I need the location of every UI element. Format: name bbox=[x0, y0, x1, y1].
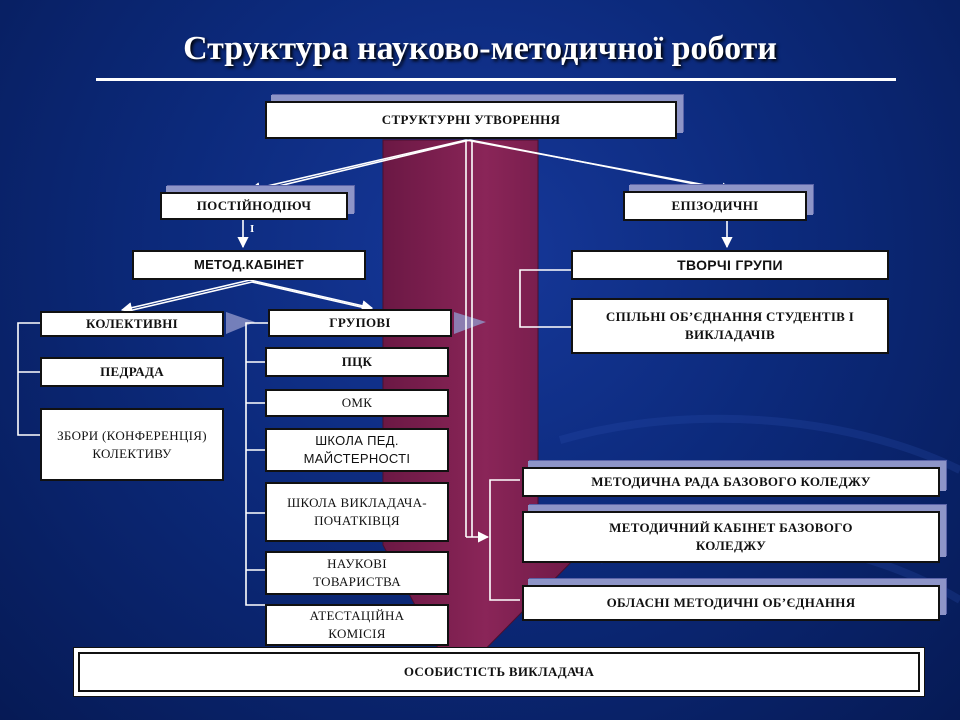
node-pck: ПЦК bbox=[265, 347, 449, 377]
page-title: Структура науково-методичної роботи bbox=[183, 30, 777, 67]
node-episodic-label: ЕПІЗОДИЧНІ bbox=[671, 198, 759, 214]
node-pedrada-label: ПЕДРАДА bbox=[100, 364, 164, 380]
node-permanent: ПОСТІЙНОДІЮЧ bbox=[160, 192, 348, 220]
node-method-council: МЕТОДИЧНА РАДА БАЗОВОГО КОЛЕДЖУ bbox=[522, 467, 940, 497]
node-creative-groups-label: ТВОРЧІ ГРУПИ bbox=[677, 256, 783, 273]
node-permanent-label: ПОСТІЙНОДІЮЧ bbox=[196, 198, 312, 214]
node-scientific-societies-label: НАУКОВІ ТОВАРИСТВА bbox=[313, 556, 401, 589]
node-pck-label: ПЦК bbox=[341, 354, 373, 370]
node-school-mastery-label: ШКОЛА ПЕД. МАЙСТЕРНОСТІ bbox=[303, 433, 411, 466]
title-underline bbox=[96, 78, 896, 81]
node-school-mastery: ШКОЛА ПЕД. МАЙСТЕРНОСТІ bbox=[265, 428, 449, 472]
node-scientific-societies: НАУКОВІ ТОВАРИСТВА bbox=[265, 551, 449, 595]
node-attestation: АТЕСТАЦІЙНА КОМІСІЯ bbox=[265, 604, 449, 646]
node-meetings: ЗБОРИ (КОНФЕРЕНЦІЯ) КОЛЕКТИВУ bbox=[40, 408, 224, 481]
pointer-shape-right bbox=[454, 312, 486, 334]
node-omk-label: ОМК bbox=[341, 395, 373, 411]
node-meetings-label: ЗБОРИ (КОНФЕРЕНЦІЯ) КОЛЕКТИВУ bbox=[57, 427, 207, 461]
node-teacher-personality-label: ОСОБИСТІСТЬ ВИКЛАДАЧА bbox=[403, 664, 595, 680]
node-regional-associations: ОБЛАСНІ МЕТОДИЧНІ ОБ’ЄДНАННЯ bbox=[522, 585, 940, 621]
node-collective-label: КОЛЕКТИВНІ bbox=[86, 316, 178, 332]
node-joint-associations-label: СПІЛЬНІ ОБ’ЄДНАННЯ СТУДЕНТІВ І ВИКЛАДАЧІ… bbox=[605, 309, 855, 342]
pointer-shape-left bbox=[226, 312, 255, 334]
node-method-cabinet-base: МЕТОДИЧНИЙ КАБІНЕТ БАЗОВОГО КОЛЕДЖУ bbox=[522, 511, 940, 563]
node-method-council-label: МЕТОДИЧНА РАДА БАЗОВОГО КОЛЕДЖУ bbox=[591, 474, 871, 490]
node-creative-groups: ТВОРЧІ ГРУПИ bbox=[571, 250, 889, 280]
node-structural-units: СТРУКТУРНІ УТВОРЕННЯ bbox=[265, 101, 677, 139]
node-collective: КОЛЕКТИВНІ bbox=[40, 311, 224, 337]
node-attestation-label: АТЕСТАЦІЙНА КОМІСІЯ bbox=[309, 608, 405, 641]
node-method-cabinet: МЕТОД.КАБІНЕТ bbox=[132, 250, 366, 280]
node-method-cabinet-label: МЕТОД.КАБІНЕТ bbox=[193, 257, 305, 273]
node-joint-associations: СПІЛЬНІ ОБ’ЄДНАННЯ СТУДЕНТІВ І ВИКЛАДАЧІ… bbox=[571, 298, 889, 354]
node-regional-associations-label: ОБЛАСНІ МЕТОДИЧНІ ОБ’ЄДНАННЯ bbox=[606, 595, 856, 611]
node-school-beginner: ШКОЛА ВИКЛАДАЧА-ПОЧАТКІВЦЯ bbox=[265, 482, 449, 542]
node-teacher-personality: ОСОБИСТІСТЬ ВИКЛАДАЧА bbox=[78, 652, 920, 692]
node-structural-units-label: СТРУКТУРНІ УТВОРЕННЯ bbox=[381, 112, 561, 128]
node-permanent-suffix: І bbox=[250, 223, 255, 235]
node-school-beginner-label: ШКОЛА ВИКЛАДАЧА-ПОЧАТКІВЦЯ bbox=[287, 495, 427, 528]
node-episodic: ЕПІЗОДИЧНІ bbox=[623, 191, 807, 221]
node-method-cabinet-base-label: МЕТОДИЧНИЙ КАБІНЕТ БАЗОВОГО КОЛЕДЖУ bbox=[609, 520, 853, 553]
node-omk: ОМК bbox=[265, 389, 449, 417]
node-group-label: ГРУПОВІ bbox=[329, 315, 391, 331]
node-group: ГРУПОВІ bbox=[268, 309, 452, 337]
node-pedrada: ПЕДРАДА bbox=[40, 357, 224, 387]
